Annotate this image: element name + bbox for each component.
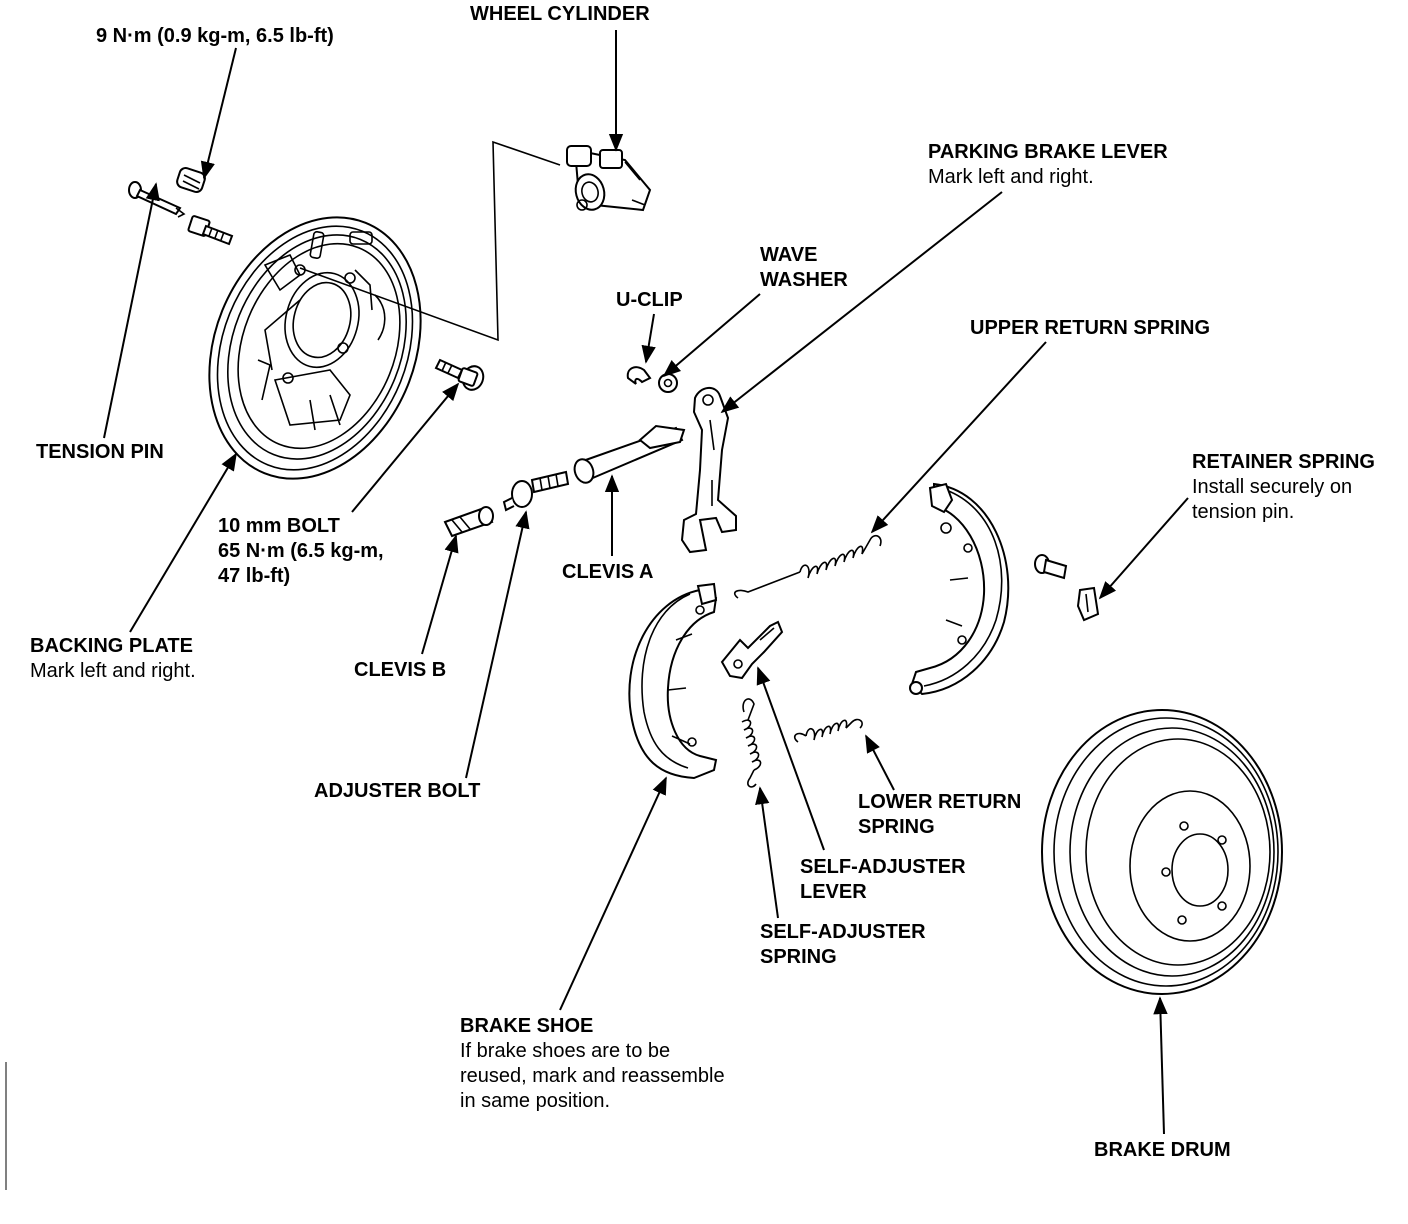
- label-brake-drum: BRAKE DRUM: [1094, 1138, 1231, 1163]
- label-adjuster-bolt-text: ADJUSTER BOLT: [314, 780, 481, 802]
- label-10mm-bolt-line2: 65 N·m (6.5 kg-m,: [218, 540, 384, 562]
- u-clip: [626, 366, 652, 385]
- label-retainer-spring-note2: tension pin.: [1192, 501, 1295, 523]
- label-brake-shoe: BRAKE SHOE If brake shoes are to be reus…: [460, 1014, 725, 1114]
- leader-retainer-spring: [1098, 497, 1189, 600]
- label-retainer-spring: RETAINER SPRING Install securely on tens…: [1192, 450, 1375, 525]
- label-self-adjuster-spring-line2: SPRING: [760, 946, 837, 968]
- lower-return-spring: [793, 718, 863, 743]
- self-adjuster-spring: [741, 698, 762, 788]
- label-parking-brake-lever-note: Mark left and right.: [928, 166, 1094, 188]
- label-wheel-cylinder-text: WHEEL CYLINDER: [470, 3, 650, 25]
- label-parking-brake-lever-title: PARKING BRAKE LEVER: [928, 141, 1168, 163]
- self-adjuster-lever: [720, 620, 784, 680]
- brake-shoe-left: [628, 582, 718, 780]
- label-lower-return-spring: LOWER RETURN SPRING: [858, 790, 1021, 840]
- leader-lines: [103, 30, 1189, 1135]
- backing-plate: [208, 216, 422, 480]
- tension-pin: [128, 181, 186, 218]
- leader-parking-brake-lever: [720, 191, 1003, 414]
- leader-wave-washer: [662, 293, 761, 378]
- adjuster-bolt: [502, 470, 570, 512]
- leader-u-clip: [641, 313, 656, 364]
- parking-brake-lever: [680, 387, 737, 554]
- label-torque-tension: 9 N·m (0.9 kg-m, 6.5 lb-ft): [96, 24, 334, 49]
- backing-plate-bolt: [187, 215, 234, 246]
- label-wave-washer-line1: WAVE: [760, 244, 818, 266]
- label-brake-drum-text: BRAKE DRUM: [1094, 1139, 1231, 1161]
- label-parking-brake-lever: PARKING BRAKE LEVER Mark left and right.: [928, 140, 1168, 190]
- retainer-spring: [1076, 586, 1100, 622]
- leader-tension-pin: [103, 182, 160, 439]
- label-torque-tension-text: 9 N·m (0.9 kg-m, 6.5 lb-ft): [96, 25, 334, 47]
- label-lower-return-spring-line1: LOWER RETURN: [858, 791, 1022, 813]
- upper-return-spring: [733, 534, 882, 599]
- label-self-adjuster-spring-line1: SELF-ADJUSTER: [760, 921, 926, 943]
- label-wheel-cylinder: WHEEL CYLINDER: [470, 2, 650, 27]
- leader-self-adjuster-lever: [756, 666, 825, 851]
- label-wave-washer: WAVE WASHER: [760, 243, 848, 293]
- label-clevis-a-text: CLEVIS A: [562, 561, 654, 583]
- label-upper-return-spring-text: UPPER RETURN SPRING: [970, 317, 1211, 339]
- label-clevis-b: CLEVIS B: [354, 658, 446, 683]
- leader-brake-shoe: [559, 776, 667, 1011]
- wave-washer: [658, 373, 678, 393]
- label-10mm-bolt-line1: 10 mm BOLT: [218, 515, 340, 537]
- label-backing-plate-note: Mark left and right.: [30, 660, 196, 682]
- label-adjuster-bolt: ADJUSTER BOLT: [314, 779, 480, 804]
- label-retainer-spring-title: RETAINER SPRING: [1192, 451, 1375, 473]
- label-clevis-a: CLEVIS A: [562, 560, 654, 585]
- brake-shoe-right: [909, 482, 1010, 696]
- label-lower-return-spring-line2: SPRING: [858, 816, 935, 838]
- label-10mm-bolt-line3: 47 lb-ft): [218, 565, 291, 587]
- label-self-adjuster-lever-line1: SELF-ADJUSTER: [800, 856, 966, 878]
- label-self-adjuster-lever-line2: LEVER: [800, 881, 867, 903]
- label-brake-shoe-note1: If brake shoes are to be: [460, 1040, 671, 1062]
- label-self-adjuster-spring: SELF-ADJUSTER SPRING: [760, 920, 926, 970]
- label-backing-plate-title: BACKING PLATE: [30, 635, 193, 657]
- leader-self-adjuster-spring: [755, 786, 779, 919]
- label-u-clip-text: U-CLIP: [616, 289, 683, 311]
- leader-backing-plate: [129, 452, 237, 633]
- wheel-cylinder-guide-line: [299, 140, 561, 342]
- label-u-clip: U-CLIP: [616, 288, 683, 313]
- label-tension-pin-text: TENSION PIN: [36, 441, 164, 463]
- wheel-cylinder: [566, 145, 652, 212]
- leader-adjuster-bolt: [465, 510, 530, 779]
- leader-upper-return-spring: [870, 341, 1047, 534]
- label-brake-shoe-title: BRAKE SHOE: [460, 1015, 594, 1037]
- label-backing-plate: BACKING PLATE Mark left and right.: [30, 634, 196, 684]
- label-brake-shoe-note3: in same position.: [460, 1090, 611, 1112]
- brake-drum: [1041, 709, 1283, 995]
- leader-brake-drum: [1153, 996, 1168, 1135]
- leader-10mm-bolt: [351, 382, 460, 513]
- label-clevis-b-text: CLEVIS B: [354, 659, 447, 681]
- retainer-clip-top: [176, 167, 206, 193]
- clevis-b: [443, 506, 494, 538]
- leader-torque-tension: [200, 47, 237, 180]
- label-wave-washer-line2: WASHER: [760, 269, 848, 291]
- label-retainer-spring-note1: Install securely on: [1192, 476, 1353, 498]
- clevis-a: [573, 424, 686, 484]
- label-tension-pin: TENSION PIN: [36, 440, 164, 465]
- label-10mm-bolt: 10 mm BOLT 65 N·m (6.5 kg-m, 47 lb-ft): [218, 514, 384, 589]
- leader-lower-return-spring: [865, 734, 895, 791]
- 10mm-bolt: [434, 358, 485, 391]
- retainer-pin-right: [1034, 554, 1068, 580]
- label-upper-return-spring: UPPER RETURN SPRING: [970, 316, 1210, 341]
- label-self-adjuster-lever: SELF-ADJUSTER LEVER: [800, 855, 966, 905]
- label-brake-shoe-note2: reused, mark and reassemble: [460, 1065, 725, 1087]
- leader-clevis-b: [421, 534, 459, 655]
